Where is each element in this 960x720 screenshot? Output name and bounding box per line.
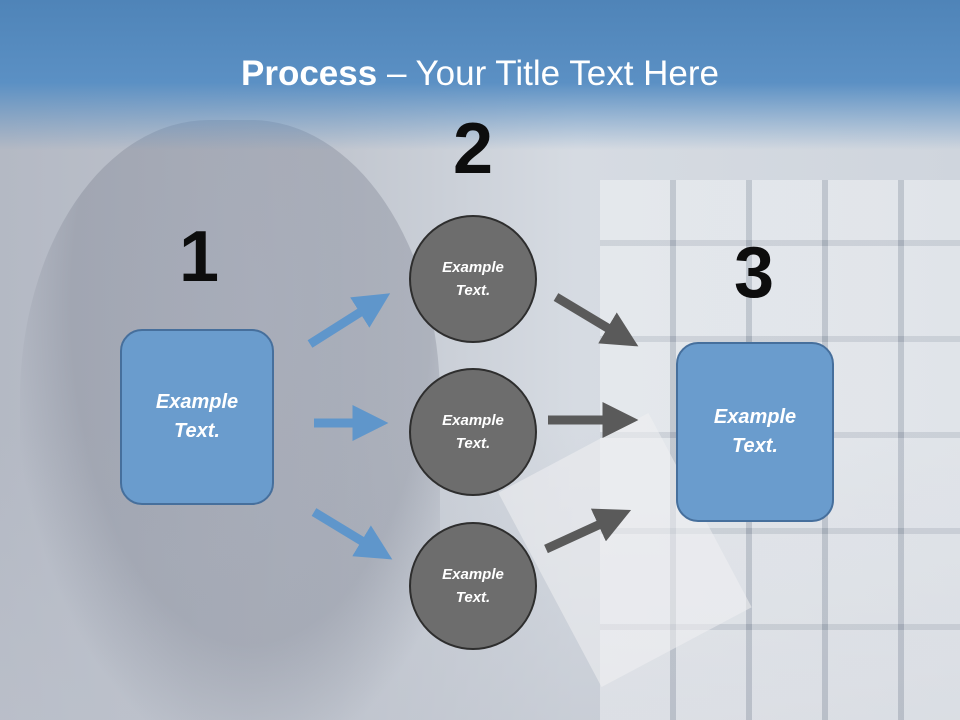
step-number-2: 2 — [452, 109, 494, 189]
title-bold-part: Process — [241, 54, 378, 93]
arrow-box1-to-circle-bottom — [311, 508, 393, 560]
box1-line2: Text. — [174, 420, 220, 442]
process-box-step-1: Example Text. — [120, 329, 274, 505]
box3-line2: Text. — [732, 435, 778, 457]
process-circle-top: Example Text. — [409, 215, 537, 343]
process-circle-middle: Example Text. — [409, 368, 537, 496]
circle-middle-line2: Text. — [455, 435, 491, 452]
step-number-1: 1 — [178, 217, 220, 297]
circle-top-line1: Example — [442, 259, 504, 276]
box3-line1: Example — [713, 406, 797, 428]
circle-bottom-line2: Text. — [455, 589, 491, 606]
slide-title: Process – Your Title Text Here — [0, 52, 960, 96]
circle-bottom-line1: Example — [442, 566, 504, 583]
box1-line1: Example — [155, 391, 239, 413]
process-box-step-3: Example Text. — [676, 342, 834, 522]
circle-middle-line1: Example — [442, 412, 504, 429]
circle-top-line2: Text. — [455, 282, 491, 299]
title-rest-part: – Your Title Text Here — [377, 54, 719, 93]
step-number-3: 3 — [733, 233, 775, 313]
title-banner — [0, 0, 960, 150]
process-circle-bottom: Example Text. — [409, 522, 537, 650]
arrow-circle-top-to-box3 — [553, 293, 639, 347]
arrow-circle-bottom-to-box3 — [544, 508, 632, 554]
arrow-box1-to-circle-top — [307, 293, 391, 348]
